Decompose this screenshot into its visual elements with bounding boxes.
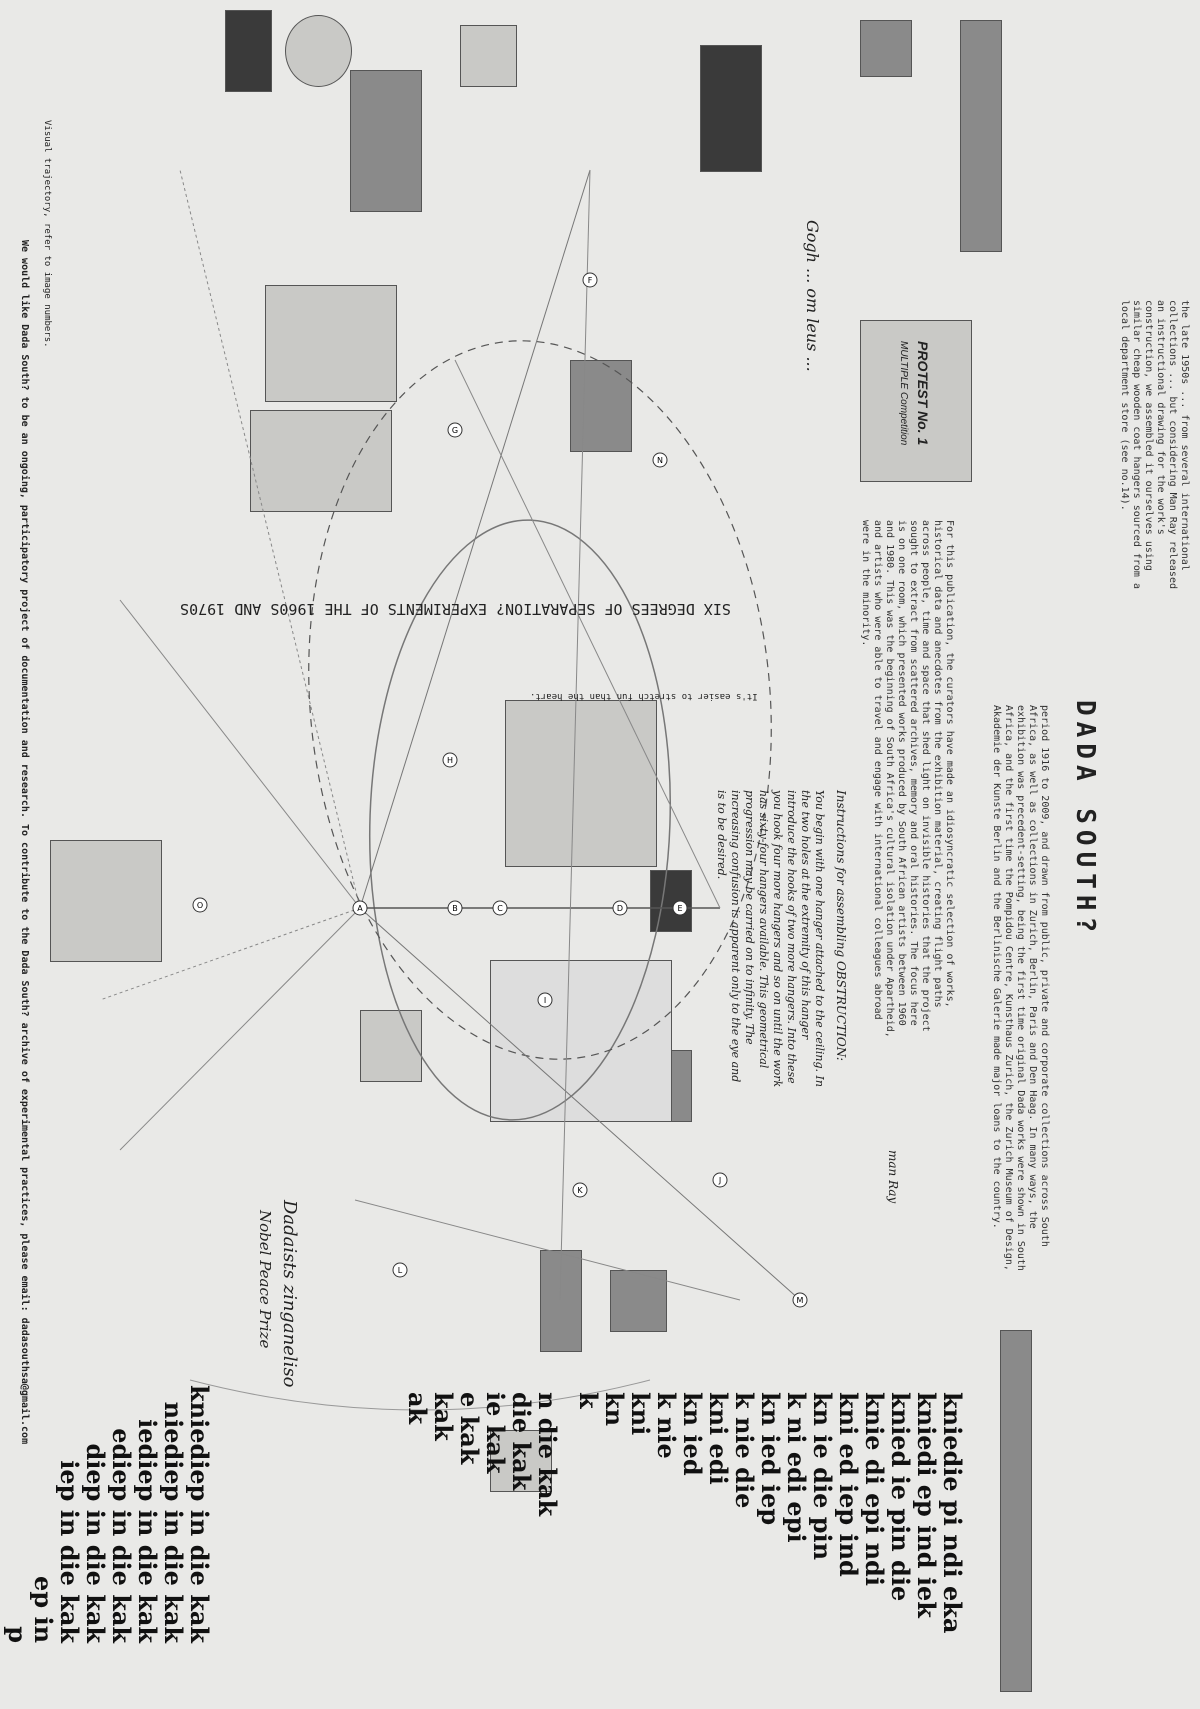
poem-line: kak	[429, 1392, 458, 1441]
node-marker	[447, 422, 463, 438]
instructions-text: You begin with one hanger attached to th…	[715, 790, 826, 1088]
instructions-signature: man Ray	[886, 1150, 900, 1204]
room-photo	[50, 840, 162, 962]
poem-line: niediep in die kak	[159, 1401, 188, 1644]
poem-line: ie kak	[481, 1392, 510, 1474]
poster-title: DADA SOUTH?	[1070, 700, 1100, 939]
floor-plan	[490, 960, 672, 1122]
node-label: F	[588, 276, 593, 285]
node-marker	[712, 1172, 728, 1188]
poem-line: die kak	[507, 1392, 536, 1491]
protest-document: PROTEST No. 1 MULTIPLE Competition	[860, 320, 972, 482]
node-label: M	[797, 1296, 804, 1305]
node-label: B	[452, 904, 458, 913]
node-marker	[582, 272, 598, 288]
node-marker	[192, 897, 208, 913]
poem-line: iep in die kak	[55, 1460, 84, 1644]
footer-contact: We would like Dada South? to be an ongoi…	[19, 240, 30, 1445]
poem-line: e kak	[455, 1392, 484, 1465]
text-block-image	[490, 1430, 552, 1492]
poem-line: kn ied	[678, 1392, 707, 1476]
poem-line: n die kak	[533, 1392, 562, 1517]
node-marker	[442, 752, 458, 768]
exhibition-paragraph: period 1916 to 2009, and drawn from publ…	[991, 705, 1050, 1271]
poem-line: kn	[600, 1392, 629, 1427]
poem-line: kniedie pi ndi eka	[938, 1392, 967, 1634]
installation-photo	[505, 700, 657, 867]
poem-line: kni ed iep ind	[834, 1392, 863, 1577]
collage-image	[460, 25, 517, 87]
poem-line: kn ie die pin	[808, 1392, 837, 1561]
poem-line: kni	[626, 1392, 655, 1436]
poem-line: p	[3, 1626, 32, 1644]
node-label: O	[197, 901, 203, 910]
poem-line: diep in die kak	[81, 1443, 110, 1644]
node-label: J	[718, 1176, 721, 1185]
intro-paragraph: For this publication, the curators have …	[860, 520, 955, 1038]
collage-image	[610, 1270, 667, 1332]
poem-line: k nie die	[730, 1392, 759, 1509]
collage-image	[860, 20, 912, 77]
handwritten-note: Nobel Peace Prize	[256, 1210, 274, 1349]
node-label: H	[447, 756, 453, 765]
obstruction-paragraph: the late 1950s ... from several internat…	[1119, 300, 1190, 589]
node-label: N	[657, 456, 663, 465]
poem-line: kni edi	[704, 1392, 733, 1485]
protest-doc-subtitle: MULTIPLE Competition	[898, 341, 909, 446]
collage-image	[360, 1010, 422, 1082]
poem-line: kn ied iep	[756, 1392, 785, 1526]
node-marker	[352, 900, 368, 916]
quote: It's easier to stretch fun than the hear…	[530, 691, 758, 701]
visual-note: Visual trajectory, refer to image number…	[42, 120, 52, 348]
poem-line: ak	[403, 1392, 432, 1425]
instructions-title: Instructions for assembling OBSTRUCTION:	[834, 790, 848, 1061]
poem-line: iediep in die kak	[133, 1419, 162, 1644]
node-marker	[392, 1262, 408, 1278]
collage-image	[540, 1250, 582, 1352]
node-label: L	[398, 1266, 403, 1275]
collage-image	[285, 15, 352, 87]
node-label: A	[357, 904, 363, 913]
collage-image	[650, 870, 692, 932]
node-label: D	[617, 904, 623, 913]
poem-line: knied ie pin die	[886, 1392, 915, 1602]
node-label: K	[577, 1186, 583, 1195]
poem-line: ep in	[29, 1576, 58, 1644]
node-marker	[572, 1182, 588, 1198]
collage-image	[250, 410, 392, 512]
collage-image	[265, 285, 397, 402]
node-marker	[792, 1292, 808, 1308]
node-marker	[492, 900, 508, 916]
node-marker	[652, 452, 668, 468]
collage-image	[570, 360, 632, 452]
node-marker	[612, 900, 628, 916]
poem-line: k ni edi epi	[782, 1392, 811, 1543]
collage-image	[350, 70, 422, 212]
poem-line: knie di epi ndi	[860, 1392, 889, 1586]
node-marker	[447, 900, 463, 916]
poem-line: ediep in die kak	[107, 1428, 136, 1644]
node-label: G	[452, 426, 458, 435]
handwritten-note: Dadaists zinganeliso	[279, 1200, 300, 1388]
collage-strip	[960, 20, 1002, 252]
poem-line: kniediep in die kak	[185, 1385, 214, 1644]
node-label: C	[497, 904, 503, 913]
collage-strip	[1000, 1330, 1032, 1692]
sculpture-image	[700, 45, 762, 172]
diagram-heading: SIX DEGREES OF SEPARATION? EXPERIMENTS O…	[180, 600, 731, 618]
handwritten-note: Gogh ... om leus ...	[803, 220, 822, 372]
poem-line: k	[574, 1392, 603, 1409]
poem-line: kniedi ep ind iek	[912, 1392, 941, 1618]
collage-image	[225, 10, 272, 92]
poem-line: k nie	[652, 1392, 681, 1459]
protest-doc-title: PROTEST No. 1	[915, 341, 931, 446]
